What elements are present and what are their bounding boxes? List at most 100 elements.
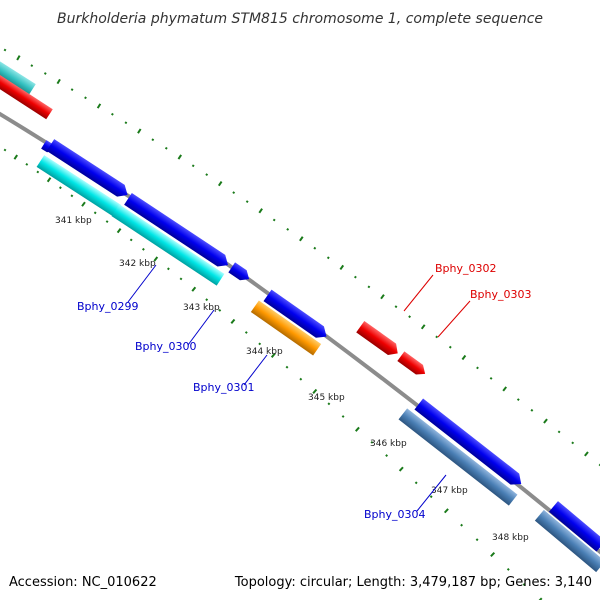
gc-skew-row-outer-mark — [205, 173, 209, 176]
gene-label-bphy-0299[interactable]: Bphy_0299 — [77, 300, 139, 313]
gc-skew-row-outer-mark — [571, 441, 575, 445]
gene-feature-teal-top[interactable] — [0, 57, 36, 96]
gc-skew-row-outer-mark — [299, 236, 304, 242]
gc-skew-row-inner-mark — [312, 388, 318, 394]
gc-skew-row-inner-mark — [93, 211, 97, 215]
gc-skew-row-outer-mark — [16, 55, 21, 61]
gene-label-bphy-0300[interactable]: Bphy_0300 — [135, 340, 197, 353]
gc-skew-row-outer-mark — [3, 48, 7, 52]
gc-skew-row-inner-mark — [13, 154, 19, 160]
gc-skew-row-inner-mark — [341, 415, 345, 418]
gene-feature-cyan-b[interactable] — [111, 204, 225, 286]
gc-skew-row-inner-mark — [370, 440, 374, 444]
gc-skew-row-outer-mark — [354, 275, 357, 279]
gene-feature-steel-edge[interactable] — [534, 509, 600, 573]
gc-skew-track — [3, 48, 600, 600]
gc-skew-row-outer-mark — [313, 246, 317, 250]
gc-skew-row-outer-mark — [326, 256, 330, 260]
gene-feature-blue-b[interactable] — [124, 193, 232, 271]
gc-skew-row-inner-mark — [105, 220, 109, 223]
tick-label-342: 342 kbp — [119, 259, 156, 269]
gc-skew-row-outer-mark — [217, 180, 223, 187]
gc-skew-row-outer-mark — [177, 154, 182, 160]
gc-skew-row-outer-mark — [598, 463, 600, 467]
gc-skew-row-inner-mark — [490, 551, 496, 558]
tick-label-344: 344 kbp — [246, 347, 283, 357]
gc-skew-row-inner-mark — [460, 523, 464, 527]
tick-label-341: 341 kbp — [55, 216, 92, 226]
gene-feature-blue-a[interactable] — [46, 139, 132, 201]
gc-skew-row-inner-mark — [36, 170, 40, 174]
gc-skew-row-outer-mark — [339, 264, 345, 271]
gc-skew-row-inner-mark — [285, 365, 289, 369]
gene-feature-red-top[interactable] — [0, 69, 53, 120]
map-title: Burkholderia phymatum STM815 chromosome … — [57, 11, 543, 27]
gc-skew-row-inner-mark — [205, 298, 209, 302]
accession-text: Accession: NC_010622 — [9, 575, 157, 590]
position-ticks: 341 kbp 342 kbp 343 kbp 344 kbp 345 kbp … — [55, 216, 529, 543]
gc-skew-row-outer-mark — [272, 218, 276, 222]
gene-feature-blue-edge[interactable] — [548, 501, 600, 552]
gc-skew-row-inner-mark — [385, 454, 389, 458]
gc-skew-row-inner-mark — [46, 177, 52, 183]
gc-skew-row-inner-mark — [179, 277, 183, 281]
gc-skew-row-outer-mark — [286, 228, 290, 231]
gc-skew-row-outer-mark — [543, 418, 548, 424]
gc-skew-row-outer-mark — [408, 315, 411, 319]
gc-skew-row-outer-mark — [111, 112, 114, 116]
gene-features — [0, 57, 600, 573]
gc-skew-row-outer-mark — [191, 164, 195, 168]
gene-feature-blue-0304[interactable] — [414, 398, 525, 489]
gene-label-bphy-0302[interactable]: Bphy_0302 — [435, 262, 497, 275]
gc-skew-row-inner-mark — [218, 308, 222, 312]
topology-text: Topology: circular; Length: 3,479,187 bp… — [234, 575, 592, 590]
gc-skew-row-inner-mark — [59, 186, 62, 190]
gc-skew-row-outer-mark — [394, 305, 398, 309]
gc-skew-row-outer-mark — [530, 408, 534, 412]
gc-skew-row-inner-mark — [25, 163, 29, 166]
gc-skew-row-inner-mark — [506, 567, 510, 571]
gc-skew-row-outer-mark — [380, 294, 385, 300]
gc-skew-row-outer-mark — [84, 96, 87, 100]
gc-skew-row-outer-mark — [557, 430, 561, 434]
gene-feature-steel-0304[interactable] — [398, 408, 518, 506]
gene-label-bphy-0303[interactable]: Bphy_0303 — [470, 288, 532, 301]
gc-skew-row-inner-mark — [191, 286, 197, 292]
gene-label-leaders — [127, 264, 471, 512]
gc-skew-row-inner-mark — [116, 228, 122, 234]
gc-skew-row-inner-mark — [537, 597, 543, 600]
gene-feature-red-0302[interactable] — [356, 320, 402, 359]
gc-skew-row-inner-mark — [258, 342, 262, 346]
gc-skew-row-outer-mark — [30, 64, 34, 67]
gc-skew-row-inner-mark — [270, 352, 276, 358]
gene-label-bphy-0304[interactable]: Bphy_0304 — [364, 508, 426, 521]
gc-skew-row-outer-mark — [461, 354, 467, 361]
tick-label-346: 346 kbp — [370, 439, 407, 449]
gc-skew-row-inner-mark — [522, 583, 526, 587]
gc-skew-row-inner-mark — [429, 495, 433, 499]
gc-skew-row-outer-mark — [151, 138, 155, 142]
tick-label-345: 345 kbp — [308, 393, 345, 403]
tick-label-347: 347 kbp — [431, 486, 468, 496]
gc-skew-row-outer-mark — [164, 146, 168, 150]
gc-skew-row-inner-mark — [327, 402, 331, 406]
gene-label-bphy-0301[interactable]: Bphy_0301 — [193, 381, 255, 394]
gene-feature-blue-c[interactable] — [228, 262, 252, 284]
gc-skew-row-outer-mark — [245, 200, 249, 203]
gc-skew-row-inner-mark — [443, 508, 449, 514]
gc-skew-row-outer-mark — [448, 345, 452, 349]
gene-feature-blue-0301[interactable] — [263, 289, 330, 343]
gene-labels: Bphy_0299 Bphy_0300 Bphy_0301 Bphy_0302 … — [77, 262, 532, 521]
gc-skew-row-outer-mark — [232, 191, 236, 194]
gc-skew-row-inner-mark — [398, 466, 404, 472]
gene-feature-orange-0301[interactable] — [250, 300, 322, 356]
gene-feature-red-0303[interactable] — [397, 351, 428, 378]
gc-skew-row-inner-mark — [230, 318, 236, 324]
gc-skew-row-outer-mark — [476, 366, 479, 370]
gene-feature-cyan-a[interactable] — [36, 155, 122, 217]
gc-skew-row-outer-mark — [489, 376, 493, 380]
gc-skew-row-inner-mark — [414, 481, 418, 485]
tick-label-348: 348 kbp — [492, 533, 529, 543]
gc-skew-row-outer-mark — [435, 335, 439, 339]
